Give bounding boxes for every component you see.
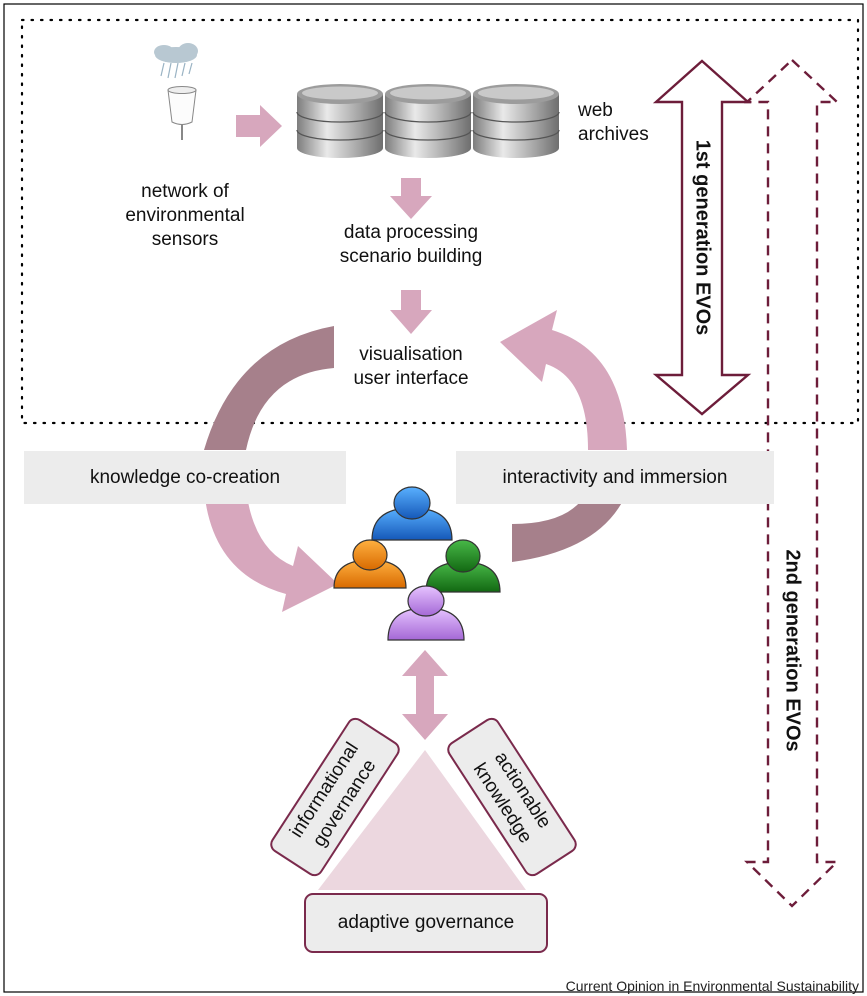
governance-triangle: [318, 750, 526, 890]
people-group-icon: [333, 486, 501, 641]
processing-line-2: scenario building: [339, 246, 483, 267]
web-archives-line-1: web: [578, 100, 613, 121]
informational-governance-box: [270, 717, 400, 877]
arrow-to-visualisation: [390, 290, 432, 334]
database-icon: [296, 84, 560, 158]
curved-arrow-left-top: [204, 326, 334, 450]
first-generation-region: [20, 18, 860, 425]
adaptive-governance-box: [304, 893, 548, 953]
visualisation-line-1: visualisation: [359, 344, 463, 365]
governance-double-arrow: [402, 650, 448, 740]
sensors-label-line-1: network of: [141, 181, 229, 202]
rain-sensor-icon: [154, 43, 198, 140]
arrow-to-database: [236, 105, 282, 147]
curved-arrow-right-bottom: [512, 490, 628, 562]
person-green-icon: [425, 539, 501, 593]
co-creation-box: [24, 451, 346, 504]
second-generation-arrow: [743, 58, 841, 908]
curved-arrow-right-top: [500, 310, 627, 450]
interactivity-label: interactivity and immersion: [502, 466, 728, 488]
visualisation-label: visualisation user interface: [321, 343, 501, 391]
person-orange-icon: [333, 539, 407, 589]
co-creation-label: knowledge co-creation: [89, 466, 281, 488]
actionable-knowledge-box: [447, 717, 577, 877]
sensors-label-line-2: environmental: [125, 205, 245, 226]
sensors-label: network of environmental sensors: [110, 180, 260, 252]
visualisation-line-2: user interface: [353, 368, 469, 389]
web-archives-line-2: archives: [578, 124, 649, 145]
first-generation-arrow: [652, 59, 752, 416]
sensors-label-line-3: sensors: [151, 229, 219, 250]
curved-arrow-left-bottom: [204, 490, 338, 612]
first-generation-label: 1st generation EVOs: [691, 139, 714, 336]
arrow-to-processing: [390, 178, 432, 219]
second-generation-label: 2nd generation EVOs: [781, 549, 804, 752]
processing-line-1: data processing: [343, 222, 479, 243]
person-blue-icon: [371, 486, 453, 541]
web-archives-label: web archives: [578, 99, 649, 147]
processing-label: data processing scenario building: [311, 221, 511, 269]
person-purple-icon: [387, 585, 465, 641]
adaptive-governance-label: adaptive governance: [337, 912, 515, 933]
interactivity-box: [456, 451, 774, 504]
source-footer: Current Opinion in Environmental Sustain…: [565, 978, 859, 994]
outer-frame: [3, 3, 864, 993]
